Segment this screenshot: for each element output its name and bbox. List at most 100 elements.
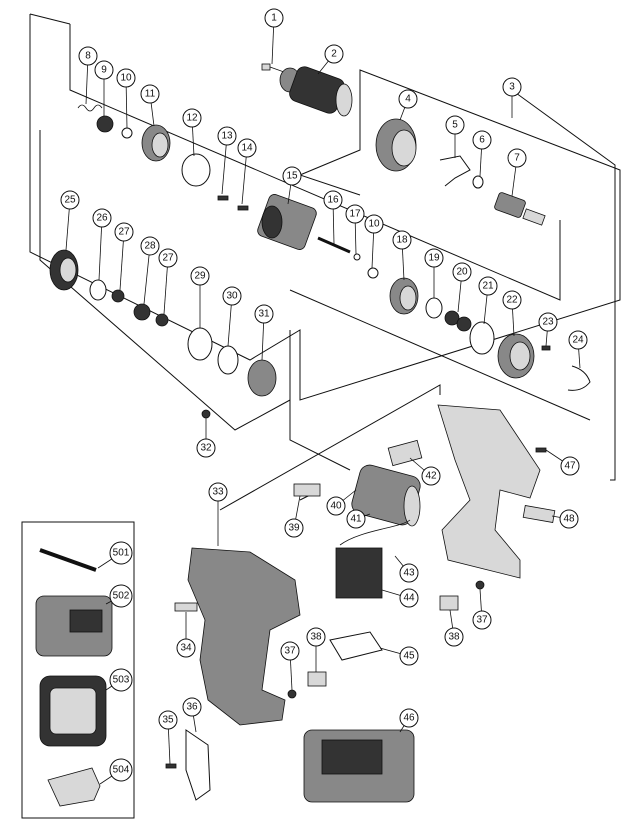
part-number-label: 48 <box>563 514 575 525</box>
part-38-pad-b <box>439 595 459 611</box>
callout-501: 501 <box>97 541 133 569</box>
part-number-label: 15 <box>286 171 298 182</box>
part-8-spring <box>77 104 103 112</box>
callout-1: 1 <box>264 8 284 65</box>
part-7-spindle <box>494 192 546 226</box>
callout-9: 9 <box>94 60 114 116</box>
callout-12: 12 <box>182 108 202 157</box>
part-24-clip <box>567 365 591 391</box>
accessory-box <box>21 521 135 819</box>
callout-circle <box>346 509 366 529</box>
part-number-label: 21 <box>482 281 494 292</box>
part-11-ring <box>141 124 171 162</box>
part-23-screw <box>541 345 551 351</box>
part-19-washer <box>425 297 443 319</box>
callout-circle <box>78 46 98 66</box>
callout-5: 5 <box>445 115 465 158</box>
part-number-label: 1 <box>271 13 277 24</box>
callout-circle <box>502 290 522 310</box>
part-42-holder <box>387 439 423 467</box>
part-4-ring <box>375 118 417 172</box>
callout-26: 26 <box>92 208 112 281</box>
part-46-battery <box>303 729 415 803</box>
callout-circle <box>444 627 464 647</box>
part-number-label: 34 <box>180 643 192 654</box>
callout-circle <box>264 8 284 28</box>
part-5-clip <box>439 155 471 187</box>
callout-4: 4 <box>398 89 418 121</box>
leader-line <box>119 231 125 291</box>
callout-layer: 1234567891011121314151617101819202122232… <box>60 8 588 785</box>
part-45-board <box>329 631 383 661</box>
part-number-label: 4 <box>405 94 411 105</box>
callout-11: 11 <box>140 84 160 127</box>
part-43-wires <box>339 519 411 546</box>
part-number-label: 12 <box>186 113 198 124</box>
callout-36: 36 <box>182 697 202 733</box>
callout-10: 10 <box>364 214 384 269</box>
callout-circle <box>392 230 412 250</box>
callout-circle <box>472 130 492 150</box>
part-20-gears <box>444 310 472 332</box>
callout-circle <box>196 438 216 458</box>
callout-circle <box>364 214 384 234</box>
callout-circle <box>323 190 343 210</box>
part-31-plate <box>247 359 277 397</box>
callout-20: 20 <box>452 262 472 313</box>
callout-19: 19 <box>424 248 444 298</box>
part-26-carrier <box>89 279 107 301</box>
part-number-label: 47 <box>564 461 576 472</box>
callout-44: 44 <box>381 588 419 608</box>
callout-circle <box>176 638 196 658</box>
part-number-label: 17 <box>349 209 361 220</box>
part-number-label: 504 <box>113 765 130 776</box>
callout-28: 28 <box>140 236 160 305</box>
part-34-label <box>174 602 198 612</box>
callout-circle <box>109 541 133 565</box>
part-number-label: 11 <box>145 89 156 100</box>
part-39-lever <box>293 483 321 497</box>
callout-circle <box>472 610 492 630</box>
callout-circle <box>208 482 228 502</box>
callout-circle <box>560 456 580 476</box>
callout-circle <box>399 588 419 608</box>
callout-circle <box>502 77 522 97</box>
part-number-label: 35 <box>162 715 174 726</box>
callout-32: 32 <box>196 418 216 458</box>
callout-37: 37 <box>472 588 492 630</box>
callout-38: 38 <box>306 627 326 672</box>
callout-circle <box>109 668 133 692</box>
callout-circle <box>538 312 558 332</box>
part-44-switch <box>335 547 383 599</box>
callout-27: 27 <box>114 222 134 291</box>
part-13-pin <box>217 195 229 201</box>
part-graphics <box>35 63 591 807</box>
part-29-ring <box>187 327 213 361</box>
callout-circle <box>182 108 202 128</box>
part-14-pin <box>237 205 249 211</box>
callout-circle <box>140 236 160 256</box>
part-number-label: 5 <box>452 120 458 131</box>
part-number-label: 8 <box>85 51 91 62</box>
callout-35: 35 <box>158 710 178 765</box>
part-33-housing <box>187 547 301 726</box>
part-40-motor <box>351 464 421 527</box>
callout-31: 31 <box>254 304 274 361</box>
part-504-hook <box>47 767 101 807</box>
callout-48: 48 <box>551 509 579 529</box>
part-502-charger <box>35 595 113 657</box>
part-number-label: 14 <box>241 143 253 154</box>
part-number-label: 13 <box>221 131 233 142</box>
part-number-label: 28 <box>144 241 156 252</box>
part-number-label: 42 <box>425 471 437 482</box>
part-48-plate <box>522 505 556 523</box>
callout-circle <box>398 89 418 109</box>
callout-3: 3 <box>502 77 522 118</box>
part-number-label: 2 <box>331 49 337 60</box>
part-1-screw <box>261 63 285 73</box>
callout-13: 13 <box>217 126 237 195</box>
part-number-label: 22 <box>506 295 518 306</box>
part-10b-washer <box>367 267 379 279</box>
part-47-screw <box>535 447 547 453</box>
part-number-label: 502 <box>113 591 130 602</box>
